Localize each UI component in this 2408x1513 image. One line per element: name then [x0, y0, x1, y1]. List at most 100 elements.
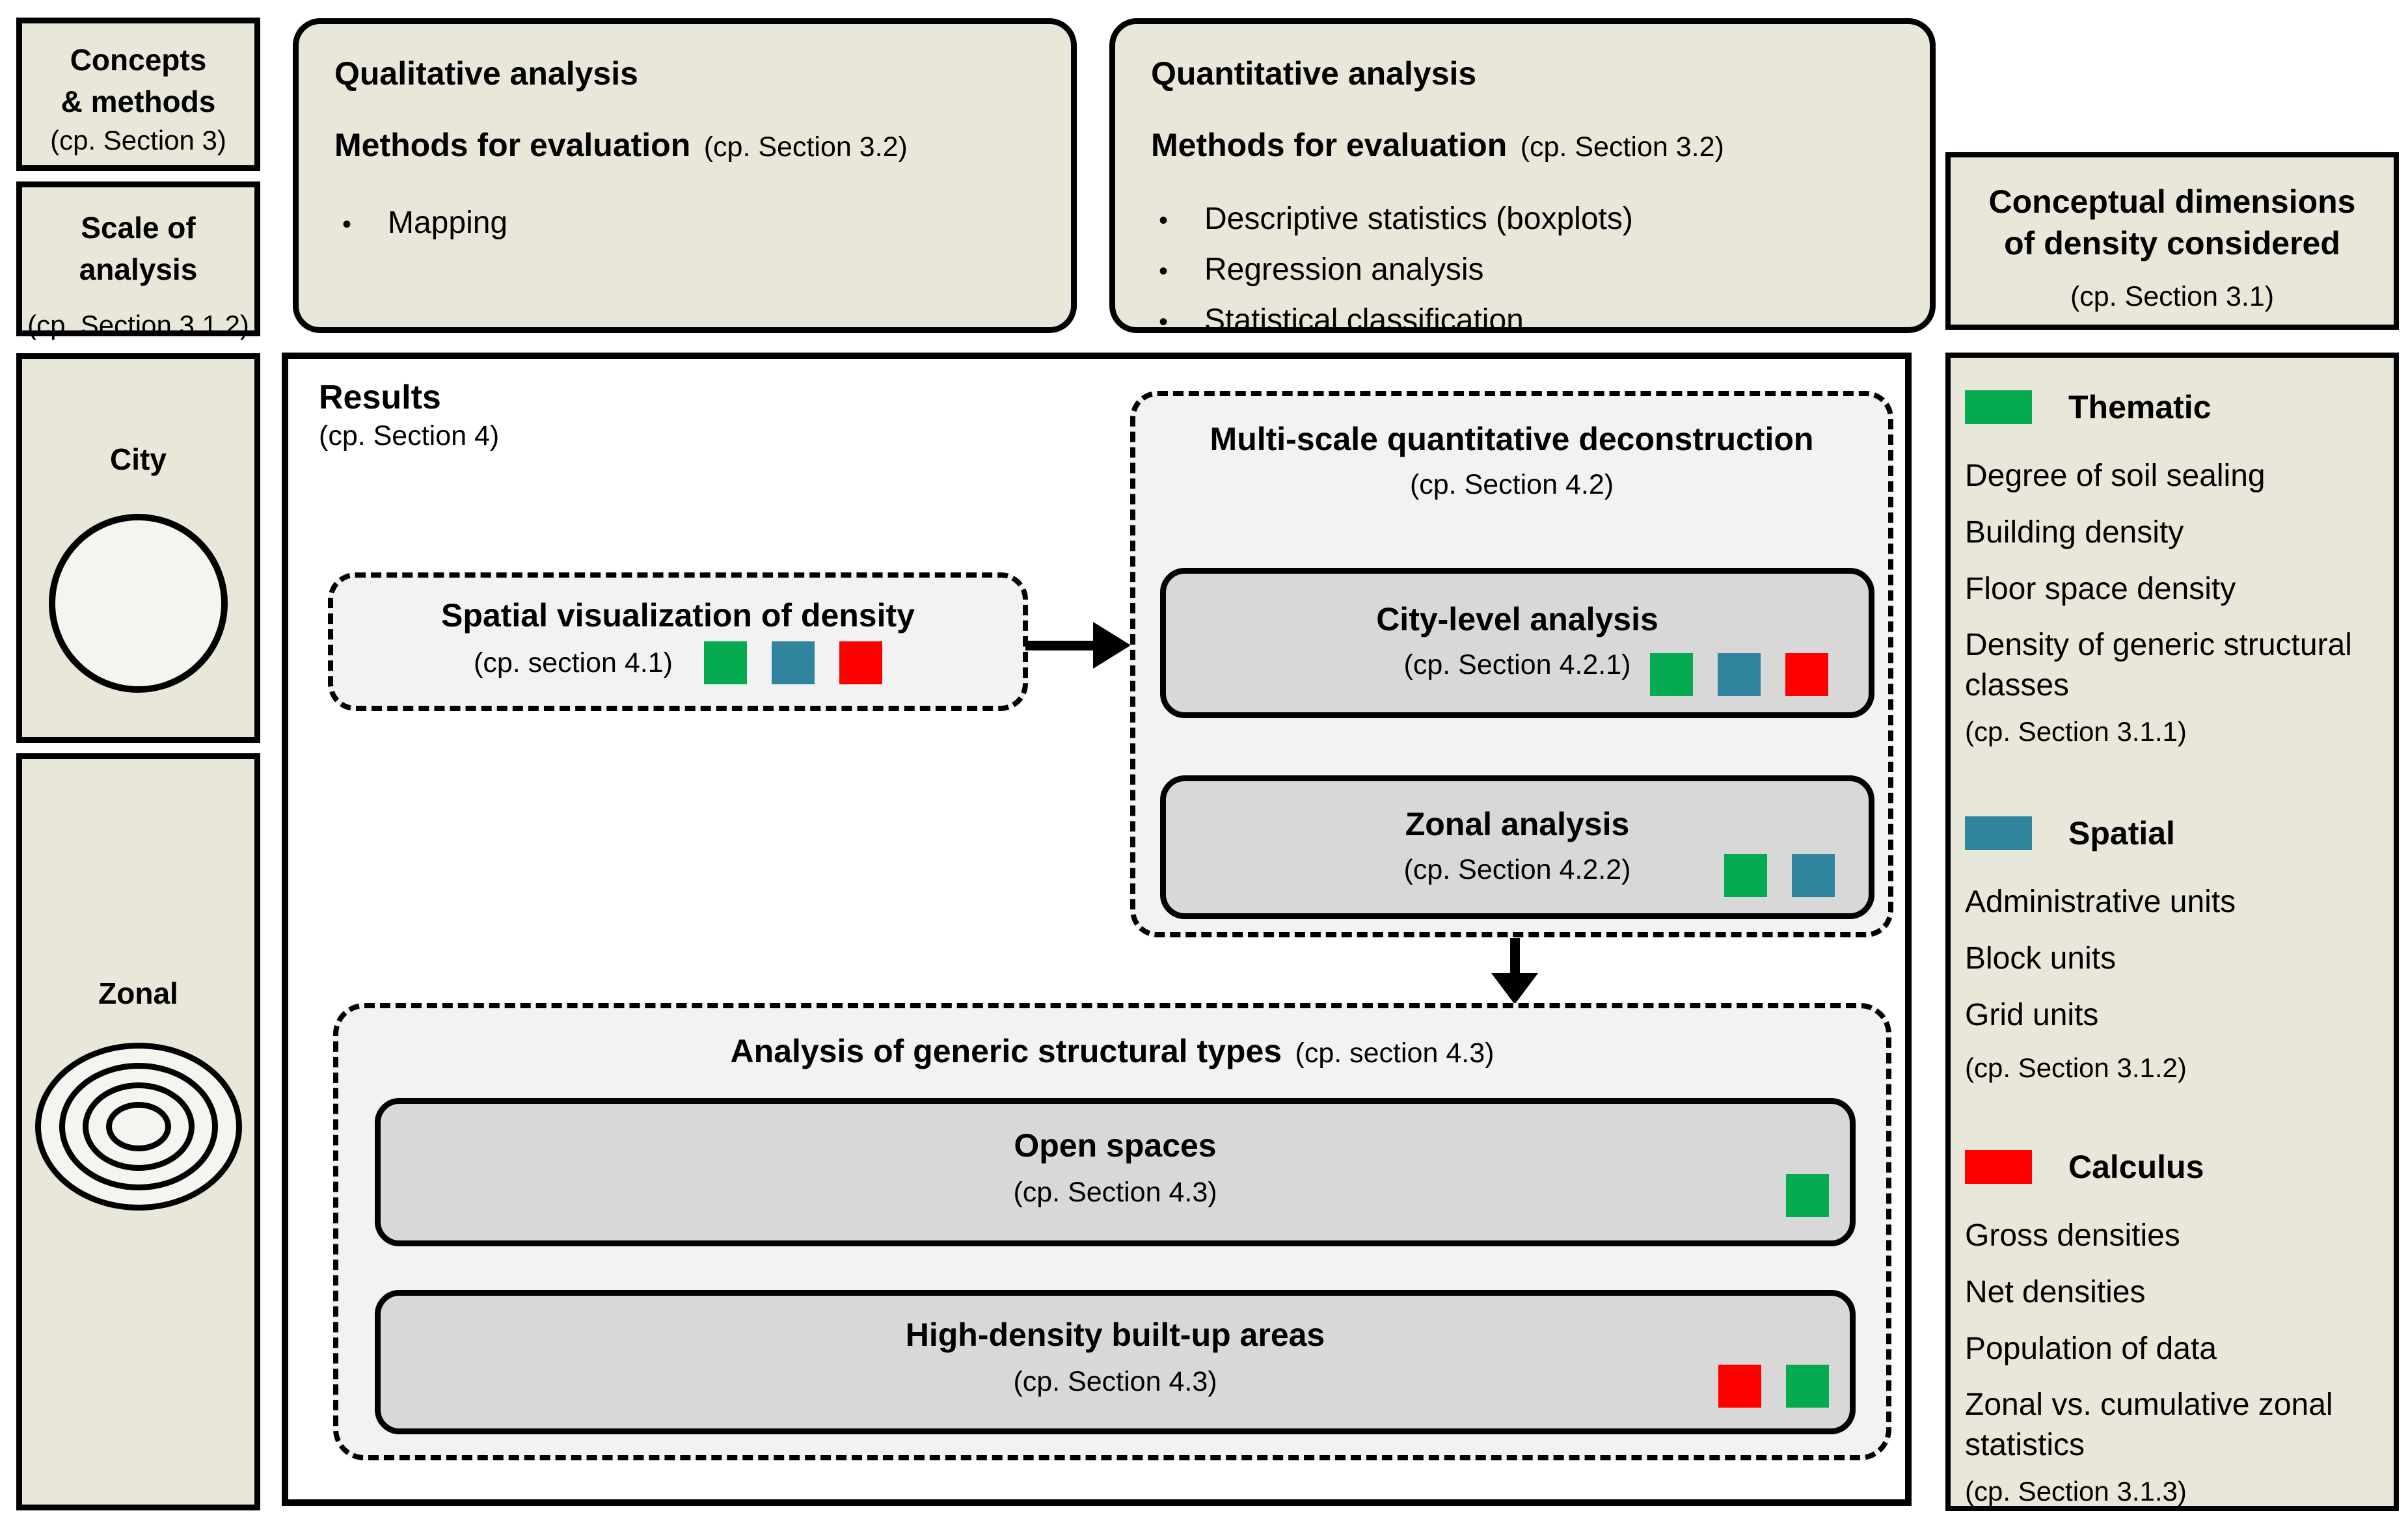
legend-group-calculus: Calculus Gross densities Net densities P… [1965, 1146, 2378, 1510]
legend-item: Degree of soil sealing [1965, 459, 2266, 493]
zonal-scale-box: Zonal [16, 753, 260, 1510]
zonal-label: Zonal [98, 976, 178, 1010]
legend-group-ref: (cp. Section 3.1.3) [1965, 1476, 2187, 1506]
open-spaces-ref: (cp. Section 4.3) [1013, 1177, 1217, 1208]
generic-structural-types-box: Analysis of generic structural types (cp… [333, 1003, 1891, 1460]
results-ref: (cp. Section 4) [319, 420, 500, 451]
qualitative-analysis-box: Qualitative analysis Methods for evaluat… [293, 18, 1077, 333]
right-arrow-icon [1025, 622, 1133, 669]
zonal-analysis-box: Zonal analysis (cp. Section 4.2.2) [1160, 775, 1874, 919]
quantitative-bullet-text: Statistical classification [1204, 303, 1524, 338]
thematic-label: Thematic [2068, 389, 2212, 425]
generic-types-title-row: Analysis of generic structural types (cp… [338, 1030, 1886, 1072]
legend-item: Floor space density [1965, 572, 2236, 606]
quantitative-bullet-text: Descriptive statistics (boxplots) [1204, 202, 1633, 236]
thematic-dimension-square-icon [1650, 653, 1693, 696]
high-density-ref: (cp. Section 4.3) [1013, 1366, 1217, 1397]
calculus-dimension-square-icon [839, 641, 882, 684]
thematic-dimension-square-icon [1786, 1174, 1829, 1217]
quantitative-subtitle-ref: (cp. Section 3.2) [1520, 131, 1724, 163]
spatial-visualization-title: Spatial visualization of density [441, 597, 915, 634]
concepts-line1: Concepts [70, 43, 207, 77]
city-label: City [110, 442, 167, 476]
legend-item: Density of generic structural classes [1965, 628, 2352, 703]
legend-group-thematic: Thematic Degree of soil sealing Building… [1965, 386, 2378, 750]
concepts-line2: & methods [61, 85, 216, 118]
legend-item: Population of data [1965, 1332, 2217, 1366]
calculus-swatch-icon [1965, 1150, 2032, 1184]
down-arrow-icon [1491, 938, 1538, 1004]
legend-item: Block units [1965, 941, 2117, 976]
open-spaces-dimension-squares [1786, 1174, 1829, 1217]
spatial-dimension-square-icon [1792, 854, 1835, 897]
scale-line1: Scale of [81, 211, 196, 245]
thematic-swatch-icon [1965, 390, 2032, 424]
calculus-label: Calculus [2068, 1149, 2204, 1185]
spatial-label: Spatial [2068, 815, 2175, 851]
quantitative-analysis-box: Quantitative analysis Methods for evalua… [1109, 18, 1936, 338]
qualitative-bullet: Mapping [334, 198, 1045, 249]
high-density-box: High-density built-up areas (cp. Section… [375, 1290, 1856, 1434]
legend-group-ref: (cp. Section 3.1.1) [1965, 716, 2187, 747]
high-density-dimension-squares [1718, 1365, 1829, 1408]
dimensions-header-line2: of density considered [2004, 225, 2340, 261]
dimensions-header-ref: (cp. Section 3.1) [2070, 281, 2275, 312]
results-header: Results (cp. Section 4) [319, 377, 499, 454]
scale-line2: analysis [79, 252, 198, 286]
spatial-visualization-dimension-squares [703, 641, 882, 684]
city-scale-box: City [16, 353, 260, 743]
legend-item: Net densities [1965, 1275, 2146, 1309]
city-level-title: City-level analysis [1376, 601, 1658, 637]
open-spaces-title: Open spaces [1014, 1127, 1217, 1164]
thematic-dimension-square-icon [1724, 854, 1767, 897]
zonal-analysis-dimension-squares [1724, 854, 1835, 897]
calculus-dimension-square-icon [1718, 1365, 1761, 1408]
concepts-ref: (cp. Section 3) [50, 125, 226, 155]
thematic-dimension-square-icon [703, 641, 747, 684]
qualitative-bullet-text: Mapping [388, 206, 508, 240]
qualitative-subtitle-row: Methods for evaluation (cp. Section 3.2) [334, 124, 1045, 166]
results-box: Results (cp. Section 4) Spatial visualiz… [282, 353, 1912, 1506]
city-circle-icon [49, 514, 228, 693]
quantitative-subtitle: Methods for evaluation [1151, 127, 1508, 163]
high-density-title: High-density built-up areas [905, 1317, 1325, 1353]
quantitative-bullet: Regression analysis [1151, 245, 1904, 296]
generic-types-title: Analysis of generic structural types [730, 1033, 1282, 1069]
concepts-methods-box: Concepts & methods (cp. Section 3) [16, 18, 260, 171]
qualitative-subtitle: Methods for evaluation [334, 127, 691, 163]
city-level-ref: (cp. Section 4.2.1) [1403, 649, 1631, 680]
open-spaces-box: Open spaces (cp. Section 4.3) [375, 1098, 1856, 1246]
conceptual-dimensions-header-box: Conceptual dimensions of density conside… [1945, 152, 2399, 330]
city-level-dimension-squares [1650, 653, 1828, 696]
thematic-dimension-square-icon [1786, 1365, 1829, 1408]
dimensions-legend-box: Thematic Degree of soil sealing Building… [1945, 353, 2399, 1511]
bullet-dot-icon [1151, 245, 1204, 296]
bullet-dot-icon [1151, 194, 1204, 245]
scale-ref: (cp. Section 3.1.2) [27, 310, 249, 340]
legend-item: Building density [1965, 515, 2184, 550]
bullet-dot-icon [1151, 296, 1204, 347]
quantitative-subtitle-row: Methods for evaluation (cp. Section 3.2) [1151, 124, 1904, 166]
multiscale-ref: (cp. Section 4.2) [1409, 469, 1614, 500]
quantitative-bullet: Descriptive statistics (boxplots) [1151, 194, 1904, 245]
spatial-swatch-icon [1965, 816, 2032, 850]
zonal-rings-icon [34, 1043, 242, 1211]
results-title: Results [319, 379, 441, 416]
bullet-dot-icon [334, 198, 388, 249]
legend-group-spatial: Spatial Administrative units Block units… [1965, 812, 2378, 1086]
quantitative-title: Quantitative analysis [1151, 55, 1477, 92]
quantitative-bullet-text: Regression analysis [1204, 252, 1484, 287]
legend-item: Administrative units [1965, 885, 2236, 919]
multiscale-deconstruction-box: Multi-scale quantitative deconstruction … [1130, 391, 1893, 937]
spatial-dimension-square-icon [771, 641, 815, 684]
legend-item: Zonal vs. cumulative zonal statistics [1965, 1387, 2333, 1462]
spatial-visualization-box: Spatial visualization of density (cp. se… [328, 572, 1028, 711]
qualitative-subtitle-ref: (cp. Section 3.2) [703, 131, 908, 163]
legend-item: Grid units [1965, 998, 2099, 1032]
calculus-dimension-square-icon [1785, 653, 1828, 696]
city-level-analysis-box: City-level analysis (cp. Section 4.2.1) [1160, 568, 1874, 718]
quantitative-bullet: Statistical classification [1151, 296, 1904, 347]
legend-group-ref: (cp. Section 3.1.2) [1965, 1052, 2187, 1083]
zonal-analysis-ref: (cp. Section 4.2.2) [1403, 854, 1631, 885]
